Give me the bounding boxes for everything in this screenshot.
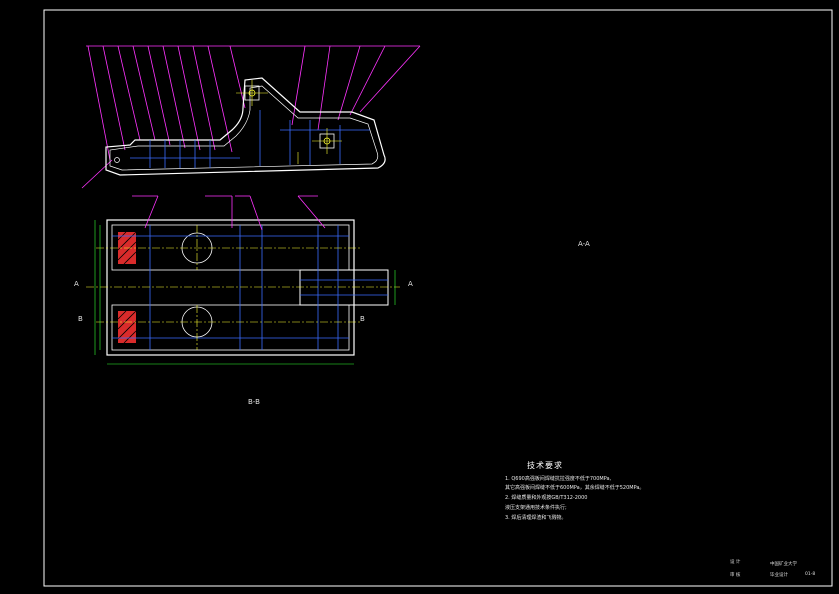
tech-line-5: 3. 焊后清理焊渣和飞溅物。 <box>505 515 567 521</box>
plan-upper-half <box>111 224 350 271</box>
section-aa-label: A-A <box>578 240 590 248</box>
hidden-lines <box>130 110 370 168</box>
school-line-2: 毕业设计 <box>770 573 788 578</box>
plan-leaders <box>132 195 326 231</box>
section-bb-label: B-B <box>248 398 260 406</box>
leader-lines <box>81 45 421 189</box>
side-outline <box>105 77 386 176</box>
plan-outline <box>106 219 355 356</box>
school-line-1: 中国矿业大学 <box>770 562 797 567</box>
center-marks <box>236 80 342 164</box>
tech-line-1: 1. Q690高强板间焊缝抗拉强度不低于700MPa, <box>505 476 612 482</box>
check-label: 审 核 <box>730 573 741 578</box>
tech-line-2: 其它高强板间焊缝不低于600MPa，其余焊缝不低于520MPa。 <box>505 485 645 491</box>
designer-label: 设 计 <box>730 560 741 565</box>
plan-view <box>86 195 400 365</box>
hatch-lines <box>117 231 137 344</box>
side-inner-outline <box>109 85 379 171</box>
tech-line-4: 液压支架通用技术条件执行; <box>505 505 567 511</box>
plan-tongue <box>299 269 389 306</box>
cut-b-right: B <box>360 315 365 323</box>
tech-requirements-title: 技术要求 <box>527 461 563 470</box>
plan-lower-half <box>111 304 350 351</box>
cut-a-left: A <box>74 280 79 288</box>
front-hole <box>114 157 120 163</box>
tech-line-3: 2. 焊缝质量和外观按GB/T312-2000 <box>505 495 588 501</box>
cut-b-left: B <box>78 315 83 323</box>
drawing-border <box>43 9 833 587</box>
plan-center-lines <box>86 225 400 350</box>
side-view-top <box>81 45 421 189</box>
cut-a-right: A <box>408 280 413 288</box>
sheet-number: 01-8 <box>805 572 816 577</box>
plan-dimensions <box>94 220 396 365</box>
plan-hidden-lines <box>112 225 388 350</box>
